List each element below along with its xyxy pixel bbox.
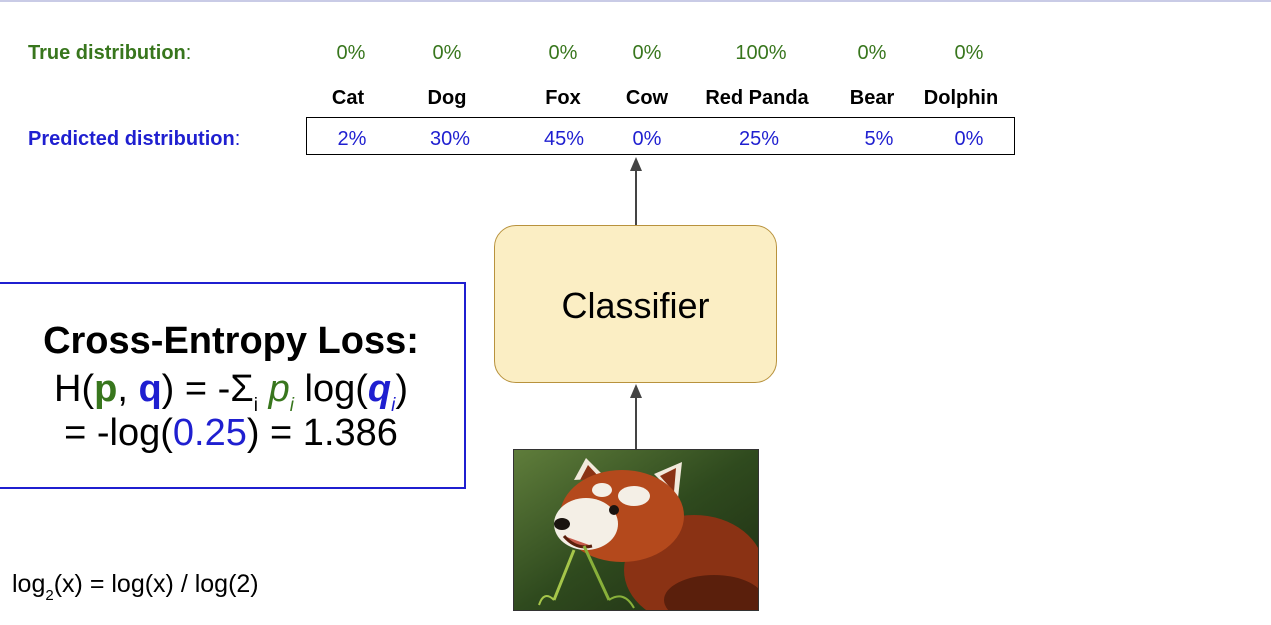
true-distribution-label: True distribution: [28,42,192,64]
loss-result: = -log(0.25) = 1.386 [64,412,398,454]
predicted-distribution-box [306,117,1015,155]
true-value-dolphin: 0% [954,42,984,64]
top-rule [0,0,1271,2]
pred-value-red-panda: 25% [738,128,780,150]
classifier-box: Classifier [494,225,777,383]
predicted-distribution-label: Predicted distribution: [28,128,241,150]
class-label-dog: Dog [427,87,467,109]
loss-title: Cross-Entropy Loss: [43,320,419,362]
arrow-head-to-distribution [630,157,642,171]
true-value-bear: 0% [857,42,887,64]
class-label-cow: Cow [625,87,669,109]
classifier-label: Classifier [561,285,710,326]
pred-value-dog: 30% [429,128,471,150]
arrow-head-to-classifier [630,384,642,398]
cross-entropy-loss-box: Cross-Entropy Loss: H(p, q) = -Σi pi log… [0,282,466,489]
pred-value-cat: 2% [337,128,367,150]
pred-value-dolphin: 0% [954,128,984,150]
true-value-red-panda: 100% [735,42,787,64]
true-value-cow: 0% [632,42,662,64]
pred-value-cow: 0% [632,128,662,150]
pred-value-bear: 5% [864,128,894,150]
log2-conversion-note: log2(x) = log(x) / log(2) [12,570,259,604]
true-value-dog: 0% [432,42,462,64]
class-label-red-panda: Red Panda [705,87,809,109]
class-label-fox: Fox [545,87,581,109]
class-label-cat: Cat [331,87,365,109]
arrow-image-to-classifier [635,397,637,449]
class-label-bear: Bear [849,87,895,109]
loss-formula: H(p, q) = -Σi pi log(qi) [54,368,408,416]
class-label-dolphin: Dolphin [923,87,999,109]
arrow-classifier-to-distribution [635,170,637,225]
true-value-fox: 0% [548,42,578,64]
true-value-cat: 0% [336,42,366,64]
red-panda-photo [513,449,759,611]
pred-value-fox: 45% [543,128,585,150]
